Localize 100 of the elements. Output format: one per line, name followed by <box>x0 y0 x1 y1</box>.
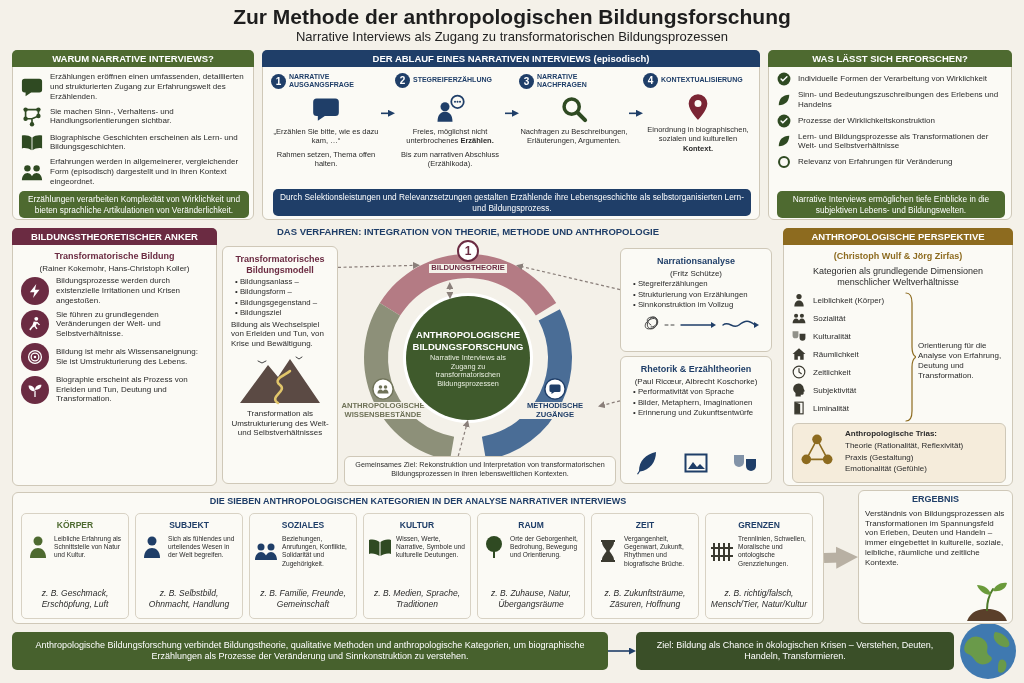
info-box <box>792 423 1006 483</box>
example-text: z. B. Familie, Freunde, Gemeinschaft <box>259 587 347 610</box>
category-card <box>591 513 699 619</box>
step-number: 4 <box>643 73 658 88</box>
title: Zur Methode der anthropologischen Bildungsforschung <box>233 5 791 29</box>
info-panel <box>768 50 1012 220</box>
category-title: KULTUR <box>398 520 436 530</box>
info-box <box>344 456 616 486</box>
body-text: (Fritz Schütze) <box>669 268 723 279</box>
item-text: Relevanz von Erfahrungen für Veränderung <box>798 157 953 167</box>
panel-header: WARUM NARRATIVE INTERVIEWS? <box>12 50 254 67</box>
heading-text: Transformatorisches Bildungsmodell <box>234 254 326 276</box>
dashed-arrow <box>516 263 621 291</box>
item-text: Sie machen Sinn-, Verhaltens- und Handlungsorientierungen sichtbar. <box>50 106 175 126</box>
item-text: Lern- und Bildungsprozesse als Transformationen der Welt- und Selbstverhältnisse <box>798 131 990 151</box>
step-number: 3 <box>519 73 534 89</box>
info-panel <box>783 228 1013 486</box>
item-text: Erfahrungen werden in allgemeinerer, vergleichender Form (episodisch) dargestellt und in ihren Kontext eingeordnet. <box>50 157 240 187</box>
category-card <box>705 513 813 619</box>
category-title: GRENZEN <box>737 520 781 530</box>
info-panel <box>262 50 760 220</box>
example-text: z. B. Selbstbild, Ohnmacht, Handlung <box>147 587 231 610</box>
example-text: z. B. richtig/falsch, Mensch/Tier, Natur/Kultur <box>710 587 808 610</box>
item-text: Bildungsprozesse werden durch existenzielle Irritationen und Krisen angestoßen. <box>56 276 182 306</box>
step-number: 1 <box>271 73 286 89</box>
category-card <box>477 513 585 619</box>
section-heading: DAS VERFAHREN: INTEGRATION VON THEORIE, METHODE UND ANTHROPOLOGIE <box>276 226 660 237</box>
item-text: Individuelle Formen der Verarbeitung von Wirklichkeit <box>798 74 987 84</box>
item-text: Subjektivität <box>813 385 857 396</box>
heading-text: Rhetorik & Erzähltheorien <box>639 364 753 375</box>
arrow <box>380 109 395 117</box>
body-text: Kategorien als grundlegende Dimensionen menschlicher Weltverhältnisse <box>811 265 985 288</box>
dashed-arrow <box>337 261 420 269</box>
example-text: z. B. Zuhause, Natur, Übergangsräume <box>490 587 572 610</box>
example-text: z. B. Zukunftsträume, Zäsuren, Hoffnung <box>603 587 687 610</box>
category-title: SOZIALES <box>280 520 326 530</box>
panel-header: DER ABLAUF EINES NARRATIVEN INTERVIEWS (episodisch) <box>262 50 760 67</box>
body-text: Theorie (Rationalität, Reflexivität) <box>845 440 965 451</box>
item-text: Biographische Geschichten erscheinen als Lern- und Bildungsgeschichten. <box>50 132 239 152</box>
body-text: Emotionalität (Gefühle) <box>845 464 928 474</box>
arrow <box>823 546 858 569</box>
item-text: Liminalität <box>813 403 849 414</box>
summary-band <box>12 632 608 670</box>
item-text: Sie führen zu grundlegenden Veränderungen der Welt- und Selbstverhältnisse. <box>56 309 162 339</box>
example-text: z. B. Medien, Sprache, Traditionen <box>373 587 461 610</box>
heading-text: DIE SIEBEN ANTHROPOLOGISCHEN KATEGORIEN IN DER ANALYSE NARRATIVER INTERVIEWS <box>208 496 628 507</box>
item-text: Biographie erscheint als Prozess von Erleiden und Tun, Deutung und Transformation. <box>56 374 189 405</box>
panel-header: BILDUNGSTHEORETISCHER ANKER <box>12 228 217 245</box>
item-text: Erzählungen eröffnen einen umfassenden, detaillierten und strukturierten Zugang zur Erfahrungswelt des Erzählenden. <box>50 72 245 102</box>
category-title: KÖRPER <box>55 520 95 530</box>
result-panel <box>858 490 1013 624</box>
subtitle: Narrative Interviews als Zugang zu transformatorischen Bildungsprozessen <box>295 29 729 44</box>
summary-band <box>777 191 1005 218</box>
band-text: Anthropologische Bildungsforschung verbindet Bildungstheorie, qualitative Methoden und anthropologische Kategorien, um biographische Erzählungen als Prozesse der Veränderung und Sinnkonstruktion zu verstehen. <box>34 639 586 663</box>
heading-text: Anthropologische Trias: <box>845 429 938 439</box>
info-panel <box>12 50 254 220</box>
item-text: Sozialität <box>813 313 846 324</box>
heading-text: Transformatorische Bildung <box>53 251 176 262</box>
category-card <box>249 513 357 619</box>
info-box <box>620 356 772 484</box>
band-text: Narrative Interviews ermöglichen tiefe Einblicke in die subjektiven Lebens- und Bildungswelten. <box>791 194 991 215</box>
category-title: SUBJEKT <box>168 520 210 530</box>
category-card <box>363 513 471 619</box>
number-badge: 1 <box>457 240 479 262</box>
item-text: Räumlichkeit <box>813 349 859 360</box>
dashed-arrow <box>457 420 470 457</box>
item-text: Leiblichkeit (Körper) <box>813 295 885 306</box>
heading-text: ANTHROPOLOGISCHE BILDUNGSFORSCHUNG <box>412 329 524 352</box>
arrow <box>607 647 636 655</box>
summary-band <box>636 632 954 670</box>
arrow <box>504 109 519 117</box>
step-number: 2 <box>395 73 410 88</box>
heading-text: ERGEBNIS <box>911 494 960 505</box>
panel-header: WAS LÄSST SICH ERFORSCHEN? <box>768 50 1012 67</box>
category-title: ZEIT <box>634 520 656 530</box>
item-text: Prozesse der Wirklichkeitskonstruktion <box>798 115 935 126</box>
item-text: Zeitlichkeit <box>813 367 851 378</box>
body-text: Bildung als Wechselspiel von Erleiden und Tun, von Krise und Bewältigung. <box>231 319 325 349</box>
summary-band <box>273 189 751 216</box>
example-text: z. B. Geschmack, Erschöpfung, Luft <box>40 587 110 610</box>
arrow <box>628 109 643 117</box>
body-text: Transformation als Umstrukturierung des Welt- und Selbstverhältnisses <box>230 408 330 438</box>
panel-header: ANTHROPOLOGISCHE PERSPEKTIVE <box>783 228 1013 245</box>
category-card <box>21 513 129 619</box>
category-panel <box>12 492 824 624</box>
heading-text: Narrationsanalyse <box>655 256 736 267</box>
band-text: Ziel: Bildung als Chance in ökologischen Krisen – Verstehen, Deuten, Handeln, Transformieren. <box>655 639 935 663</box>
item-text: Bildung ist mehr als Wissensaneignung: Sie ist Umstrukturierung des Lebens. <box>56 347 199 367</box>
body-text: (Paul Ricœur, Albrecht Koschorke) <box>633 376 759 387</box>
body-text: Praxis (Gestaltung) <box>845 452 915 463</box>
dashed-arrow <box>598 400 621 409</box>
band-text: Durch Selektionsleistungen und Relevanzsetzungen gestalten Erzählende ihre Lebensgeschichte als selbstorganisierten Lern- und Bildungsprozess. <box>279 192 745 213</box>
band-text: Erzählungen verarbeiten Komplexität von Wirklichkeit und bieten sprachliche Artikulationen von Veränderlichkeit. <box>26 194 242 215</box>
info-box <box>222 246 338 484</box>
note-text: Orientierung für die Analyse von Erfahrung, Deutung und Transformation. <box>918 341 1003 381</box>
body-text: (Rainer Kokemohr, Hans-Christoph Koller) <box>38 263 191 274</box>
heading-text: (Christoph Wulf & Jörg Zirfas) <box>832 251 964 262</box>
category-card <box>135 513 243 619</box>
dashed-arrow <box>446 282 454 299</box>
item-text: Kulturalität <box>813 331 851 342</box>
